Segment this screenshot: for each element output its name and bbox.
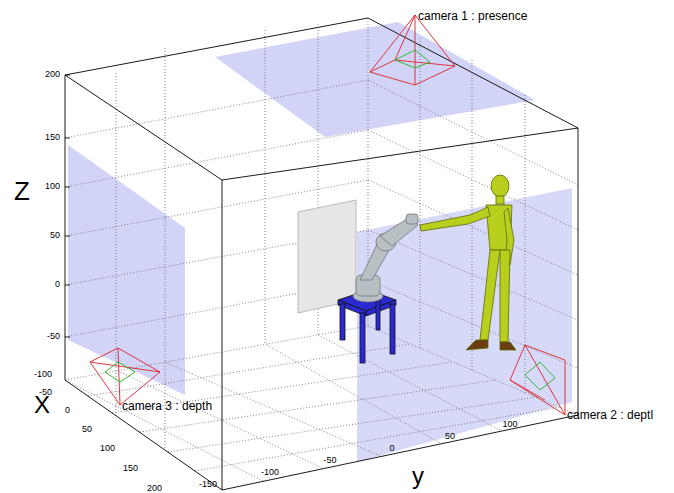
tick-label: 100 (100, 444, 115, 453)
tick-label: -100 (261, 468, 279, 477)
tick-label: 0 (65, 406, 70, 415)
camera-label: camera 2 : deptl (567, 409, 653, 421)
axis-title: y (412, 464, 424, 488)
tick-label: 50 (82, 425, 92, 434)
tick-label: -100 (34, 370, 52, 379)
camera-label: camera 3 : depth (122, 400, 212, 412)
axis-title: Z (14, 178, 30, 204)
tick-label: -50 (323, 456, 336, 465)
tick-label: 0 (389, 444, 394, 453)
tick-label: 150 (45, 133, 60, 142)
tick-label: 50 (445, 432, 455, 441)
tick-label: 200 (45, 70, 60, 79)
tick-label: 200 (147, 484, 162, 493)
camera-label: camera 1 : presence (418, 10, 527, 22)
tick-label: 50 (50, 231, 60, 240)
tick-label: 0 (55, 280, 60, 289)
tick-label: -50 (39, 388, 52, 397)
tick-label: -150 (199, 480, 217, 489)
tick-label: 100 (502, 420, 517, 429)
tick-label: 100 (45, 182, 60, 191)
tick-label: 150 (123, 464, 138, 473)
tick-label: -50 (47, 332, 60, 341)
